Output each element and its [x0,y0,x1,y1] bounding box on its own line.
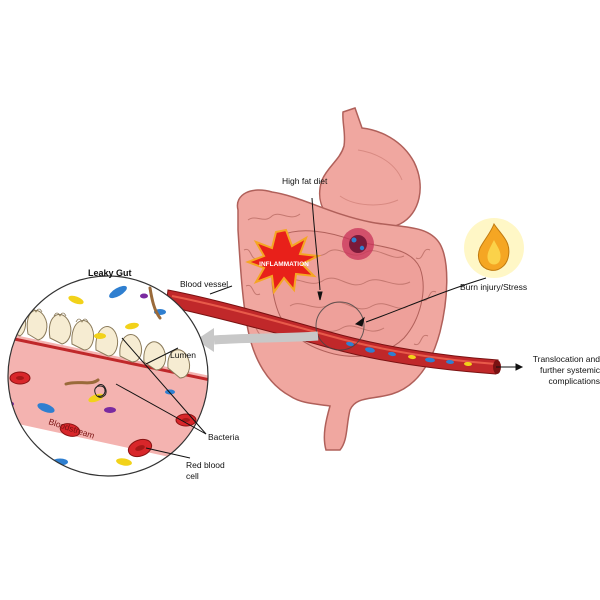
small-intestine [271,230,424,357]
label-translocation-2: further systemic [540,365,600,375]
label-translocation-3: complications [549,376,600,386]
leaky-gut-circle-border [7,275,209,477]
red-blood-cells [9,371,197,458]
leader-lines [115,197,524,459]
zoom-circle [315,301,365,351]
label-leaky-gut: Leaky Gut [88,268,132,278]
label-burn-stress: Burn injury/Stress [460,282,527,292]
inflammation-burst: INFLAMMATION [245,228,322,295]
label-bacteria: Bacteria [208,432,239,442]
label-lumen: Lumen [170,350,196,360]
blood-vessel [165,289,501,375]
inflamed-spot [342,228,374,260]
label-red-blood-cell-2: cell [186,471,199,481]
label-red-blood-cell-1: Red blood [186,460,225,470]
inflammation-label: INFLAMMATION [259,261,309,268]
label-translocation-1: Translocation and [533,354,600,364]
flame-icon [464,218,524,278]
zoom-arrow [196,328,319,352]
label-blood-vessel: Blood vessel [180,279,228,289]
label-high-fat-diet: High fat diet [282,176,328,186]
bacteria [8,285,175,466]
leaky-gut-magnified [8,276,208,476]
